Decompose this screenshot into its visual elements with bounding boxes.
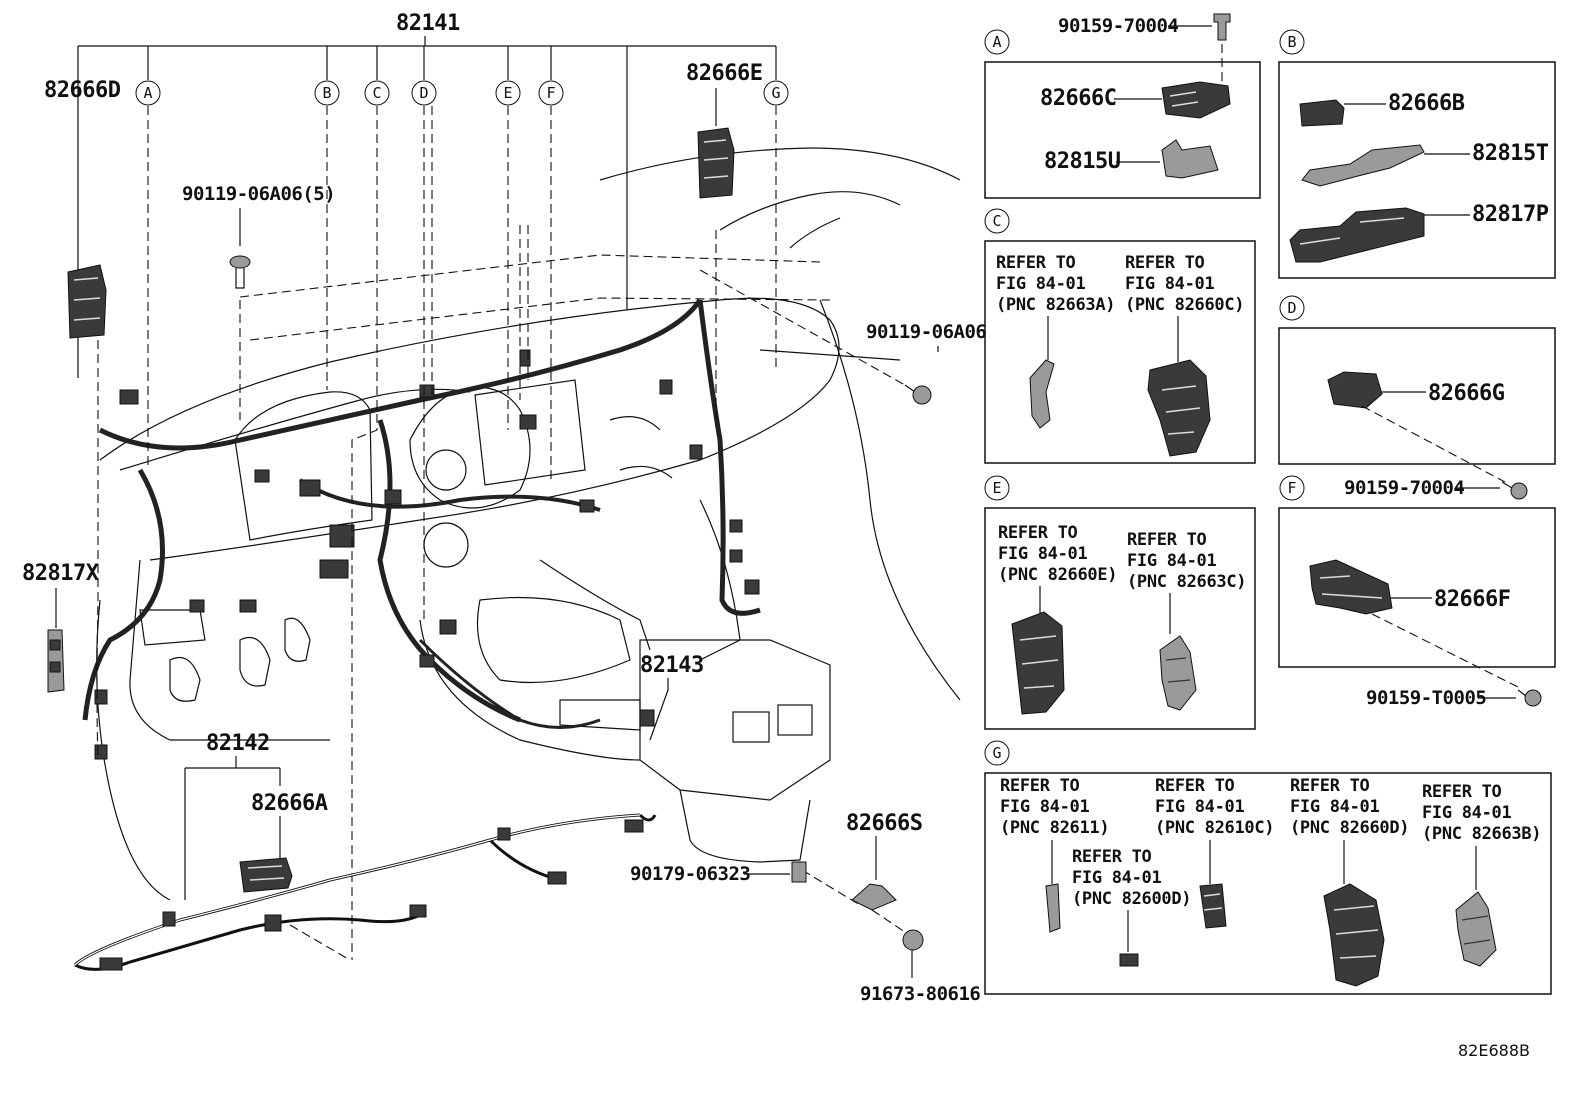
part-label-82815U: 82815U (1044, 149, 1121, 174)
svg-text:FIG 84-01: FIG 84-01 (1072, 868, 1161, 888)
svg-text:(PNC 82663C): (PNC 82663C) (1127, 572, 1246, 592)
detail-c-label: C (992, 212, 1001, 230)
part-82817X: 82817X (22, 561, 99, 693)
part-label-82143: 82143 (640, 653, 704, 678)
part-label-82666B: 82666B (1388, 91, 1465, 116)
detail-a: A 90159-70004 82666C 82815U (984, 13, 1261, 199)
svg-text:D: D (419, 84, 428, 102)
detail-f-label: F (1287, 479, 1296, 497)
svg-text:FIG 84-01: FIG 84-01 (998, 544, 1087, 564)
reference-circles: A B C D E F G (135, 80, 789, 960)
svg-text:FIG 84-01: FIG 84-01 (1125, 274, 1214, 294)
svg-text:(PNC 82663A): (PNC 82663A) (996, 295, 1115, 315)
detail-e: E REFER TO FIG 84-01 (PNC 82660E) REFER … (984, 475, 1256, 730)
svg-text:REFER TO: REFER TO (1155, 776, 1235, 796)
circle-ref-c: C (351, 80, 390, 960)
part-label-82666D: 82666D (44, 78, 121, 103)
bolt-90119-06A06-5: 90119-06A06(5) (182, 183, 336, 289)
detail-b-label: B (1287, 33, 1296, 51)
detail-g-label: G (992, 744, 1001, 762)
svg-text:REFER TO: REFER TO (1127, 530, 1207, 550)
svg-text:(PNC 82610C): (PNC 82610C) (1155, 818, 1274, 838)
svg-text:G: G (771, 84, 780, 102)
svg-text:REFER TO: REFER TO (996, 253, 1076, 273)
part-label-90159-70004-top: 90159-70004 (1058, 15, 1178, 37)
svg-text:REFER TO: REFER TO (1072, 847, 1152, 867)
part-82666E: 82666E (686, 61, 763, 199)
svg-text:C: C (372, 84, 381, 102)
svg-text:FIG 84-01: FIG 84-01 (996, 274, 1085, 294)
part-label-90179-06323: 90179-06323 (630, 863, 750, 885)
part-label-90159-T0005: 90159-T0005 (1366, 687, 1486, 709)
part-label-82142: 82142 (206, 731, 270, 756)
circle-ref-a: A (135, 80, 161, 470)
part-label-82666F: 82666F (1434, 587, 1510, 612)
figure-code: 82E688B (1458, 1041, 1530, 1060)
part-label-82141: 82141 (396, 11, 460, 36)
part-label-90119-06A06: 90119-06A06 (866, 321, 986, 343)
part-82143: 82143 (640, 653, 704, 741)
part-label-82666C: 82666C (1040, 86, 1116, 111)
svg-text:(PNC 82600D): (PNC 82600D) (1072, 889, 1191, 909)
svg-text:(PNC 82660C): (PNC 82660C) (1125, 295, 1244, 315)
detail-a-label: A (992, 33, 1001, 51)
svg-text:REFER TO: REFER TO (1422, 782, 1502, 802)
svg-text:FIG 84-01: FIG 84-01 (1127, 551, 1216, 571)
part-82666S: 82666S (801, 811, 923, 911)
detail-b: B 82666B 82815T 82817P (1278, 29, 1556, 279)
svg-text:(PNC 82611): (PNC 82611) (1000, 818, 1109, 838)
part-label-90119-06A06-5: 90119-06A06(5) (182, 183, 335, 205)
svg-text:E: E (503, 84, 512, 102)
bolt-91673-80616: 91673-80616 (860, 909, 981, 1005)
circle-ref-g: G (763, 80, 789, 370)
svg-text:(PNC 82663B): (PNC 82663B) (1422, 824, 1541, 844)
svg-text:F: F (546, 84, 555, 102)
part-label-82666E: 82666E (686, 61, 762, 86)
part-label-90159-70004-d: 90159-70004 (1344, 477, 1464, 499)
circle-ref-f: F (538, 80, 564, 480)
detail-e-label: E (992, 479, 1001, 497)
svg-text:REFER TO: REFER TO (1125, 253, 1205, 273)
part-label-82666G: 82666G (1428, 381, 1505, 406)
detail-d: D 82666G 90159-70004 (1278, 295, 1556, 500)
circle-ref-b: B (314, 80, 340, 390)
detail-d-label: D (1287, 299, 1296, 317)
part-label-91673-80616: 91673-80616 (860, 983, 980, 1005)
part-82666A: 82666A (239, 791, 328, 893)
svg-text:FIG 84-01: FIG 84-01 (1290, 797, 1379, 817)
part-label-82817X: 82817X (22, 561, 99, 586)
svg-text:FIG 84-01: FIG 84-01 (1155, 797, 1244, 817)
part-label-82666S: 82666S (846, 811, 922, 836)
svg-text:REFER TO: REFER TO (1290, 776, 1370, 796)
part-82666D: 82666D (44, 78, 121, 761)
svg-text:B: B (322, 84, 331, 102)
circle-ref-d: D (411, 80, 437, 620)
svg-text:(PNC 82660D): (PNC 82660D) (1290, 818, 1409, 838)
svg-text:FIG 84-01: FIG 84-01 (1422, 803, 1511, 823)
svg-text:(PNC 82660E): (PNC 82660E) (998, 565, 1117, 585)
part-label-82815T: 82815T (1472, 141, 1549, 166)
svg-text:FIG 84-01: FIG 84-01 (1000, 797, 1089, 817)
part-label-82817P: 82817P (1472, 202, 1549, 227)
bolt-90119-06A06: 90119-06A06 (699, 269, 987, 405)
svg-text:REFER TO: REFER TO (998, 523, 1078, 543)
part-label-82666A: 82666A (251, 791, 328, 816)
part-82142-floor-harness: 82142 (73, 731, 657, 971)
detail-g: G REFER TO FIG 84-01 (PNC 82611) REFER T… (984, 740, 1552, 995)
detail-f: F 82666F 90159-T0005 (1278, 475, 1556, 709)
circle-ref-e: E (495, 80, 521, 430)
instrument-panel-harness (82, 298, 761, 760)
svg-text:REFER TO: REFER TO (1000, 776, 1080, 796)
clip-90179-06323: 90179-06323 (630, 861, 807, 885)
svg-text:A: A (143, 84, 152, 102)
detail-c: C REFER TO FIG 84-01 (PNC 82663A) REFER … (984, 208, 1256, 464)
